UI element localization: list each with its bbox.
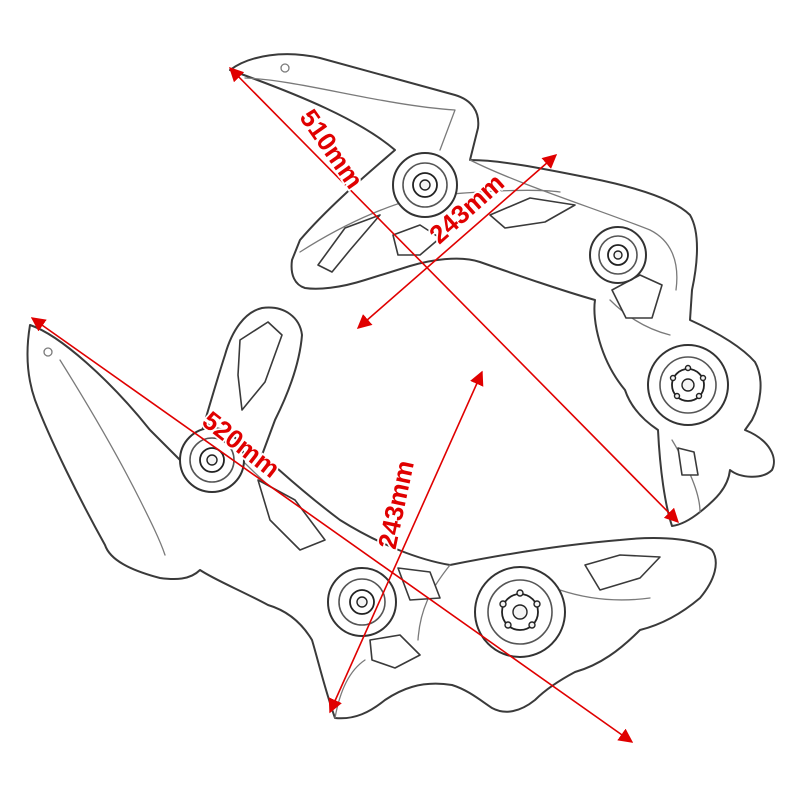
dim-label-bottom-width: 243mm: [372, 458, 420, 552]
mount-boss-top-3: [647, 344, 729, 426]
dim-line-top-width: [356, 154, 558, 329]
mount-boss-bottom-3: [474, 566, 566, 658]
top-slot-4: [677, 447, 699, 476]
mount-boss-bottom-2: [327, 567, 397, 637]
mount-boss-top-2: [589, 226, 647, 284]
dim-line-bottom-width: [328, 370, 484, 714]
